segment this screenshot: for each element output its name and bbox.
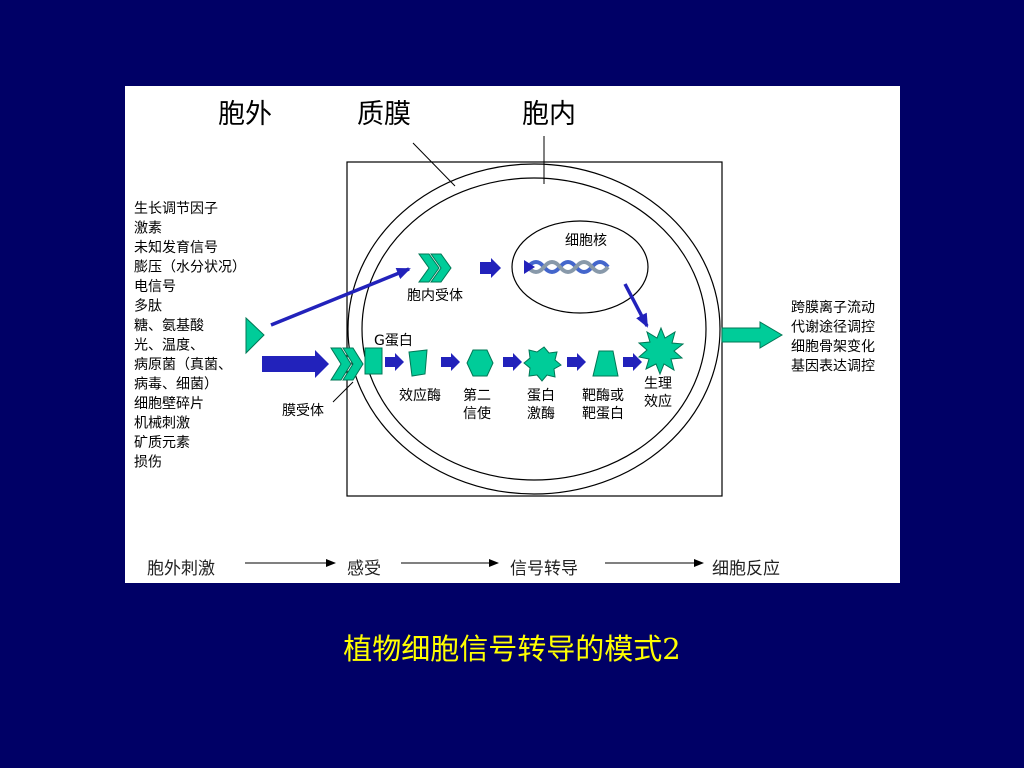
stimulus-item-2: 激素 xyxy=(134,220,162,237)
protein-kinase-label-2: 激酶 xyxy=(527,405,555,422)
dna-arrow-tip xyxy=(524,260,535,274)
stimulus-item-14: 损伤 xyxy=(134,455,162,471)
stimulus-item-7: 糖、氨基酸 xyxy=(134,317,204,334)
response-item-3: 细胞骨架变化 xyxy=(791,339,875,355)
g-protein-label: G蛋白 xyxy=(374,333,413,349)
stimulus-item-3: 未知发育信号 xyxy=(134,239,218,256)
protein-kinase-star xyxy=(523,346,562,382)
header-outside: 胞外 xyxy=(218,99,272,130)
stimulus-item-4: 膨压（水分状况） xyxy=(134,259,246,276)
intracellular-receptor xyxy=(418,253,452,283)
nucleus-label: 细胞核 xyxy=(565,233,607,249)
membrane-inner xyxy=(361,177,707,481)
arrow-messenger-to-kinase xyxy=(503,353,522,371)
response-item-2: 代谢途径调控 xyxy=(791,319,875,336)
nucleus xyxy=(511,220,649,314)
effect-label-1: 生理 xyxy=(644,376,672,392)
physiological-effect-burst xyxy=(637,326,685,376)
flow-step-1: 胞外刺激 xyxy=(147,559,215,579)
arrow-to-intracellular-receptor xyxy=(270,267,411,327)
intracellular-receptor-label: 胞内受体 xyxy=(407,288,463,304)
response-item-1: 跨膜离子流动 xyxy=(791,299,875,316)
arrow-g-to-enzyme xyxy=(385,353,404,371)
flow-step-3: 信号转导 xyxy=(510,559,578,579)
second-messenger-label-1: 第二 xyxy=(463,387,491,404)
target-label-2: 靶蛋白 xyxy=(582,406,624,422)
membrane-outer xyxy=(347,163,721,495)
effect-label-2: 效应 xyxy=(644,393,672,410)
diagram-panel: 胞外 质膜 胞内 细胞核 生长调节因子激素未知发育信号膨压（水分状况） 电信号多肽… xyxy=(125,86,900,583)
arrow-target-to-effect xyxy=(623,353,642,371)
stimulus-item-9: 病原菌（真菌、 xyxy=(134,357,232,373)
arrow-kinase-to-target xyxy=(567,353,586,371)
arrow-enzyme-to-messenger xyxy=(441,353,460,371)
response-arrow xyxy=(721,321,783,349)
membrane-receptor-label: 膜受体 xyxy=(282,403,324,419)
header-membrane: 质膜 xyxy=(357,99,411,130)
flow-step-2: 感受 xyxy=(347,559,381,579)
stimulus-item-6: 多肽 xyxy=(134,298,162,315)
stimulus-item-12: 机械刺激 xyxy=(134,415,190,432)
stimulus-item-10: 病毒、细菌） xyxy=(134,377,218,393)
g-protein xyxy=(364,347,383,375)
stimulus-item-11: 细胞壁碎片 xyxy=(134,396,204,412)
response-item-4: 基因表达调控 xyxy=(791,358,875,375)
membrane-pointer-line xyxy=(412,142,456,187)
arrow-nucleus-to-effect xyxy=(623,283,649,328)
membrane-receptor-pointer xyxy=(332,381,354,403)
stimulus-triangle xyxy=(245,316,265,355)
arrow-to-nucleus xyxy=(480,258,501,278)
stimulus-item-13: 矿质元素 xyxy=(134,435,190,451)
stimulus-item-1: 生长调节因子 xyxy=(134,201,218,217)
target-trapezoid xyxy=(592,350,619,377)
stimulus-item-8: 光、温度、 xyxy=(134,338,204,354)
stimulus-item-5: 电信号 xyxy=(134,279,176,295)
target-label-1: 靶酶或 xyxy=(582,388,624,404)
protein-kinase-label-1: 蛋白 xyxy=(527,388,555,404)
effector-enzyme-label: 效应酶 xyxy=(399,387,441,404)
arrow-to-membrane-receptor xyxy=(262,350,329,378)
second-messenger-label-2: 信使 xyxy=(463,405,491,422)
flow-step-4: 细胞反应 xyxy=(712,559,780,579)
effector-enzyme xyxy=(408,349,428,377)
header-inside: 胞内 xyxy=(522,99,576,130)
slide-caption: 植物细胞信号转导的模式2 xyxy=(343,632,681,666)
membrane-receptor xyxy=(330,347,364,381)
second-messenger-octagon xyxy=(466,349,494,377)
dna-helix xyxy=(526,260,610,274)
